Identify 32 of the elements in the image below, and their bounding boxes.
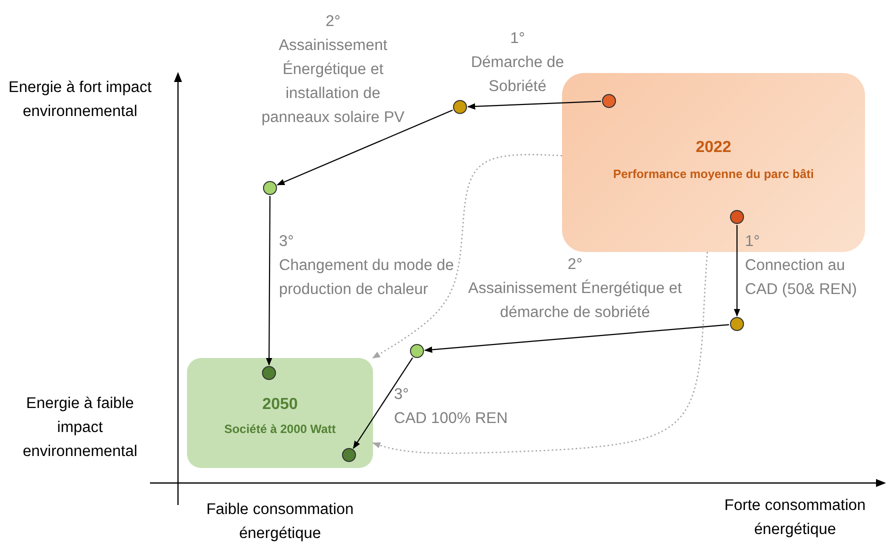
point-marker [263, 181, 277, 195]
edge-label: 2° Assainissement Énergétique et démarche de sobriété [467, 255, 683, 323]
arrow [352, 357, 414, 449]
edge-label: 1° Connection au CAD (50& REN) [745, 232, 858, 300]
point-marker [730, 317, 744, 331]
point-marker [342, 448, 356, 462]
point-marker [262, 366, 276, 380]
point-marker [410, 344, 424, 358]
highlight-box [562, 73, 865, 252]
box-subtitle: Société à 2000 Watt [223, 422, 337, 436]
arrow [266, 196, 272, 366]
highlight-box [187, 358, 373, 468]
edge-label: 1° Démarche de Sobriété [470, 29, 565, 97]
dotted-arrow [372, 154, 562, 359]
axis-label: Forte consommation énergétique [723, 496, 867, 540]
point-marker [730, 210, 744, 224]
arrow [467, 100, 602, 110]
edge-label: 3° CAD 100% REN [394, 385, 509, 429]
point-marker [602, 94, 616, 108]
year-heading: 2050 [261, 396, 299, 414]
year-heading: 2022 [694, 139, 732, 157]
axis-label: Energie à faible impact environnemental [22, 394, 138, 462]
edge-label: 2° Assainissement Énergétique et installation de panneaux solaire PV [260, 12, 406, 128]
edge-label: 3° Changement du mode de production de chaleur [279, 232, 454, 300]
axis-label: Faible consommation énergétique [205, 500, 355, 543]
arrow [424, 324, 730, 353]
point-marker [453, 100, 467, 114]
arrow [276, 110, 453, 186]
axis-label: Energie à fort impact environnemental [7, 78, 152, 122]
dotted-arrow [372, 252, 708, 454]
arrow [734, 225, 740, 317]
box-subtitle: Performance moyenne du parc bâti [612, 167, 815, 181]
